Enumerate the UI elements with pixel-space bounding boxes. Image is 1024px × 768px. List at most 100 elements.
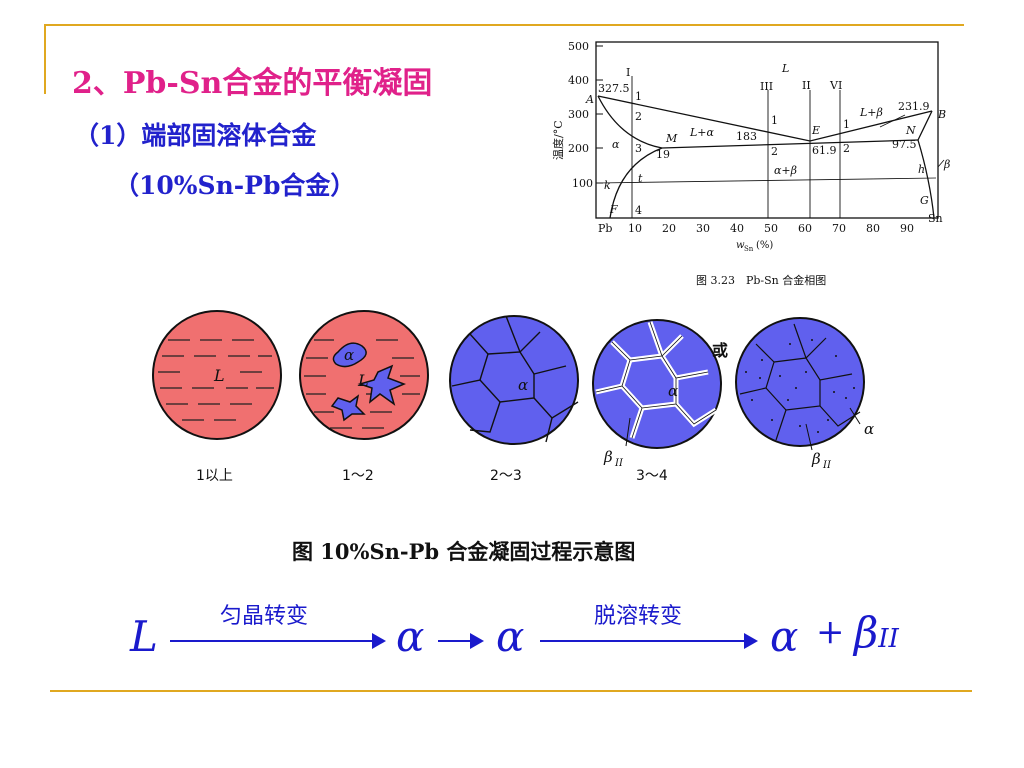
- eq-beta-subscript: II: [878, 624, 899, 654]
- eq-beta: βII: [854, 608, 899, 657]
- svg-text:II: II: [822, 460, 832, 471]
- svg-text:2～3: 2～3: [490, 468, 522, 484]
- svg-text:61.9: 61.9: [812, 144, 837, 157]
- stage-labels: 1以上 1～2 2～3 3～4: [196, 468, 668, 484]
- svg-text:L: L: [357, 371, 369, 390]
- frame-bottom-rule: [50, 690, 972, 692]
- svg-text:3: 3: [635, 142, 642, 155]
- svg-text:Sn: Sn: [744, 245, 754, 253]
- svg-text:70: 70: [832, 222, 846, 235]
- svg-text:90: 90: [900, 222, 914, 235]
- eq-plus: +: [816, 612, 845, 652]
- y-tick-100: 100: [572, 177, 593, 190]
- svg-text:327.5: 327.5: [598, 82, 630, 95]
- svg-text:k: k: [604, 179, 611, 192]
- eq-alpha-1: α: [396, 612, 425, 661]
- svg-text:19: 19: [656, 148, 670, 161]
- svg-text:Sn: Sn: [928, 212, 943, 225]
- svg-text:30: 30: [696, 222, 710, 235]
- svg-text:β: β: [943, 158, 950, 171]
- svg-text:M: M: [665, 132, 678, 145]
- slide-title: 2、Pb-Sn合金的平衡凝固: [72, 66, 433, 101]
- micro-circle-liquid-alpha: α L: [299, 310, 429, 440]
- eq-alpha-2: α: [496, 612, 525, 661]
- svg-text:β: β: [811, 450, 821, 468]
- svg-text:1以上: 1以上: [196, 468, 233, 484]
- micro-circle-alpha: α: [449, 315, 579, 445]
- svg-text:B: B: [937, 108, 946, 121]
- svg-text:60: 60: [798, 222, 812, 235]
- svg-text:20: 20: [662, 222, 676, 235]
- svg-text:3～4: 3～4: [636, 468, 668, 484]
- svg-text:97.5: 97.5: [892, 138, 917, 151]
- y-tick-500: 500: [568, 40, 589, 53]
- svg-text:α: α: [518, 376, 528, 394]
- svg-text:80: 80: [866, 222, 880, 235]
- svg-text:(%): (%): [756, 240, 773, 251]
- y-tick-300: 300: [568, 108, 589, 121]
- eq-label-precipitation: 脱溶转变: [594, 604, 683, 629]
- composition-lines: [631, 76, 841, 218]
- svg-text:G: G: [920, 194, 929, 207]
- svg-text:II: II: [802, 79, 811, 92]
- svg-text:1～2: 1～2: [342, 468, 374, 484]
- eq-arrow-3: [540, 633, 758, 649]
- y-axis-ticks: 500 400 300 200 100: [568, 40, 603, 190]
- svg-text:t: t: [638, 172, 643, 185]
- y-tick-400: 400: [568, 74, 589, 87]
- svg-text:L: L: [781, 62, 789, 75]
- svg-text:α: α: [344, 346, 354, 364]
- solidification-equation: L 匀晶转变 α α 脱溶转变 α + βII: [120, 596, 940, 676]
- svg-text:2: 2: [771, 145, 778, 158]
- svg-text:II: II: [614, 458, 624, 469]
- svg-text:183: 183: [736, 130, 757, 143]
- microstructure-row: L α L: [152, 310, 874, 484]
- svg-text:N: N: [905, 124, 916, 137]
- figure-caption: 图 10%Sn-Pb 合金凝固过程示意图: [292, 539, 636, 564]
- eq-label-isomorphous: 匀晶转变: [220, 604, 309, 629]
- svg-text:1: 1: [635, 90, 642, 103]
- svg-text:2: 2: [635, 110, 642, 123]
- svg-text:F: F: [609, 203, 618, 216]
- svg-text:α: α: [612, 138, 620, 151]
- svg-text:Pb: Pb: [598, 222, 612, 235]
- svg-text:10: 10: [628, 222, 642, 235]
- or-label: 或: [712, 341, 728, 360]
- svg-text:VI: VI: [829, 79, 842, 92]
- y-axis-label: 温度/°C: [551, 120, 565, 160]
- svg-text:231.9: 231.9: [898, 100, 930, 113]
- diagram-labels: L A B M N E F G k t h α L+α L+β α+β β 32…: [585, 62, 950, 217]
- svg-text:L+α: L+α: [689, 126, 715, 139]
- svg-text:A: A: [585, 93, 594, 106]
- micro-circle-alpha-beta: α β II: [592, 319, 722, 469]
- svg-text:L: L: [213, 366, 225, 385]
- svg-text:α: α: [864, 420, 874, 438]
- eq-arrow-1: [170, 633, 386, 649]
- svg-text:1: 1: [843, 118, 850, 131]
- micro-circle-alpha-precipitates: β II α: [735, 317, 874, 471]
- phase-boundaries: [597, 95, 945, 219]
- eq-liquid: L: [130, 612, 158, 661]
- svg-text:h: h: [918, 163, 925, 176]
- eq-beta-symbol: β: [854, 608, 879, 657]
- svg-text:40: 40: [730, 222, 744, 235]
- x-axis-ticks: Pb 10 20 30 40 50 60 70 80 90 Sn: [598, 212, 943, 235]
- svg-text:50: 50: [764, 222, 778, 235]
- svg-text:α+β: α+β: [774, 164, 797, 177]
- svg-text:4: 4: [635, 204, 642, 217]
- slide-subtitle: （1）端部固溶体合金: [74, 121, 317, 150]
- svg-text:I: I: [626, 66, 630, 79]
- svg-text:2: 2: [843, 142, 850, 155]
- y-tick-200: 200: [568, 142, 589, 155]
- svg-text:III: III: [760, 80, 773, 93]
- phase-diagram-caption: 图 3.23 Pb-Sn 合金相图: [696, 273, 826, 287]
- svg-text:E: E: [811, 124, 820, 137]
- svg-text:1: 1: [771, 114, 778, 127]
- x-axis-label: w: [736, 240, 745, 251]
- eq-alpha-3: α: [770, 612, 799, 661]
- micro-circle-liquid: L: [152, 310, 282, 440]
- frame-left-rule: [44, 24, 46, 94]
- svg-text:L+β: L+β: [859, 106, 883, 119]
- svg-text:β: β: [603, 448, 613, 466]
- eq-arrow-2: [438, 633, 484, 649]
